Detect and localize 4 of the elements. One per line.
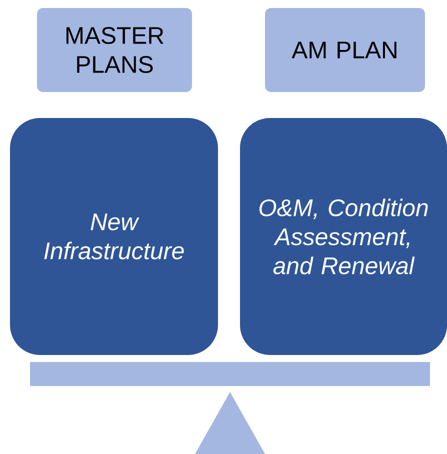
label-box: MASTER PLANS [37, 8, 192, 92]
panel-box: New Infrastructure [10, 118, 218, 355]
panel-box: O&M, Condition Assessment, and Renewal [240, 118, 447, 355]
label-box: AM PLAN [265, 8, 425, 92]
